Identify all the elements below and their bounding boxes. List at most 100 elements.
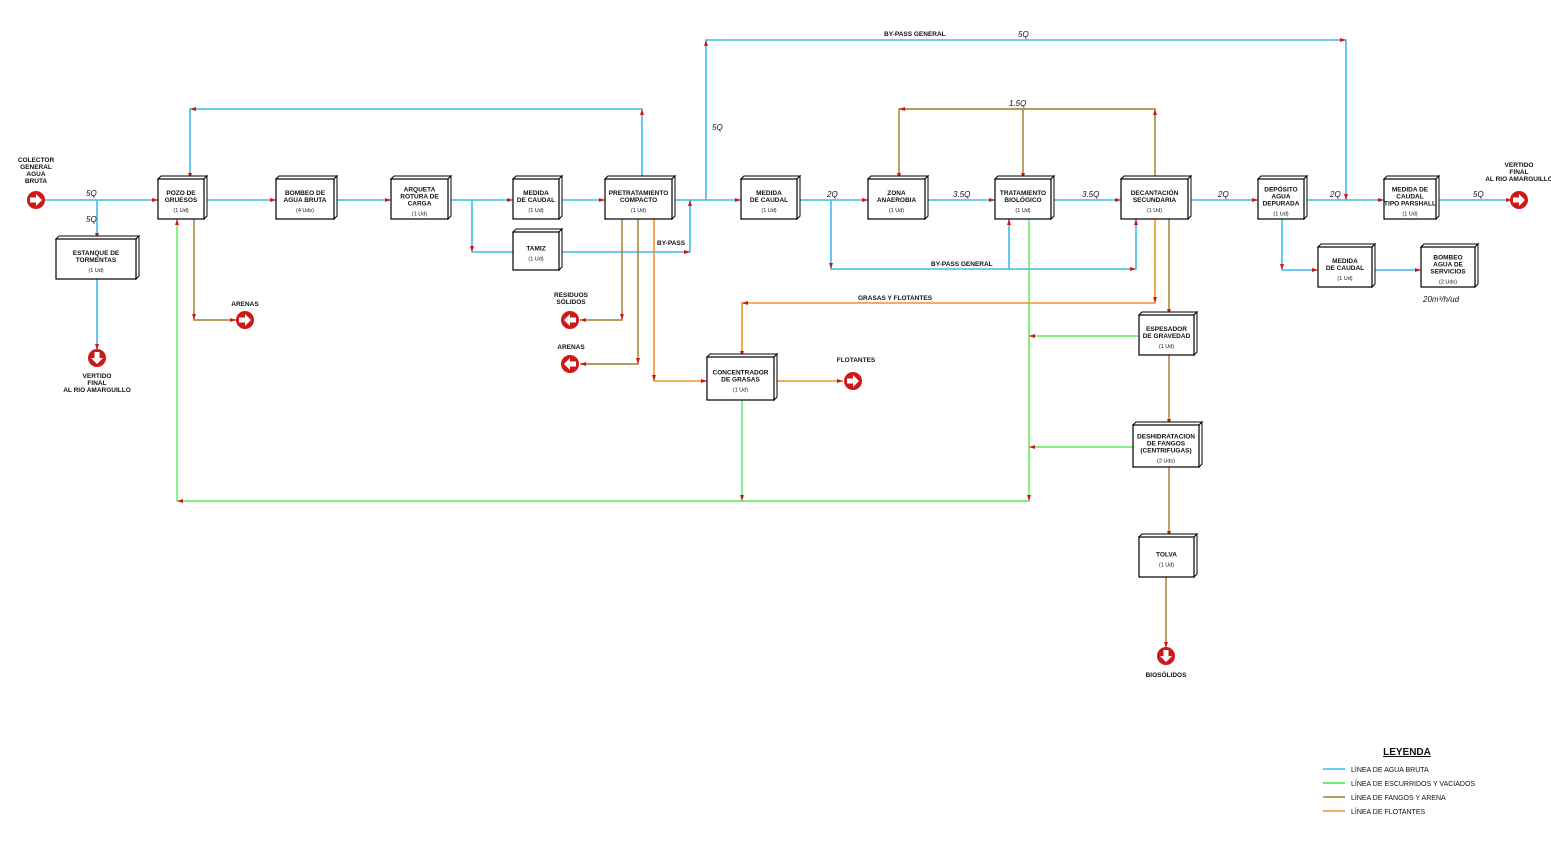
line-pretrat-residuos: [580, 219, 623, 321]
arrow-left-icon: [564, 358, 576, 370]
unit-count: (1 Ud): [1159, 563, 1174, 569]
arrowhead: [1252, 198, 1258, 202]
legend-label: LÍNEA DE FANGOS Y ARENA: [1351, 793, 1446, 802]
arrowhead: [175, 219, 179, 225]
unit-label-line: DE GRAVEDAD: [1143, 333, 1191, 340]
terminal-biosolidos: [1157, 647, 1175, 665]
unit-count: (1 Ud): [1015, 208, 1030, 214]
box-front-face: [1420, 246, 1476, 288]
unit-tolva: TOLVA(1 Ud): [1137, 532, 1199, 579]
line-pretrat-recirc-pozo: [189, 108, 643, 179]
unit-label-line: SECUNDARIA: [1133, 197, 1177, 204]
box-front-face: [1383, 178, 1437, 220]
unit-label-line: BIOLÓGICO: [1004, 195, 1041, 204]
arrowhead: [989, 198, 995, 202]
arrowhead: [507, 198, 513, 202]
arrowhead: [652, 375, 656, 381]
colector-label: BRUTA: [25, 178, 48, 185]
arrow-right-icon: [239, 314, 251, 326]
box-front-face: [1257, 178, 1305, 220]
vertido-izq-label: FINAL: [87, 380, 106, 387]
vertido-der-label: VERTIDO: [1505, 162, 1534, 169]
unit-label-line: CAUDAL: [1396, 194, 1423, 201]
flotantes-label: FLOTANTES: [837, 357, 876, 364]
arrowhead: [1506, 198, 1512, 202]
arenas1-label: ARENAS: [231, 301, 259, 308]
unit-count: (1 Ud): [173, 208, 188, 214]
box-front-face: [1138, 314, 1195, 356]
arrow-down-icon: [91, 352, 103, 364]
legend-item: LÍNEA DE ESCURRIDOS Y VACIADOS: [1323, 779, 1475, 788]
vertido-der-label: FINAL: [1509, 169, 1528, 176]
legend-item: LÍNEA DE FLOTANTES: [1323, 807, 1425, 816]
box-front-face: [390, 178, 449, 220]
unit-label-line: DE FANGOS: [1147, 441, 1186, 448]
arrow-right-icon: [30, 194, 42, 206]
arrowhead: [735, 198, 741, 202]
unit-label-line: ZONA: [887, 190, 906, 197]
colector-label: COLECTOR: [18, 157, 55, 164]
box-front-face: [867, 178, 926, 220]
terminal-flotantes: [844, 372, 862, 390]
box-front-face: [512, 231, 560, 271]
colector-label: GENERAL: [20, 164, 52, 171]
residuos-label: SÓLIDOS: [556, 297, 586, 306]
unit-label-line: AGUA BRUTA: [284, 197, 327, 204]
unit-label-line: TIPO PARSHALL: [1384, 201, 1436, 208]
arrowhead: [684, 250, 690, 254]
arrowhead: [599, 198, 605, 202]
box-front-face: [55, 238, 137, 280]
vertido-izq-label: AL RIO AMARGUILLO: [63, 387, 131, 394]
colector-label: AGUA: [26, 171, 45, 178]
line-deposito-medida3: [1281, 219, 1318, 271]
unit-label-line: SERVICIOS: [1430, 269, 1466, 276]
terminal-arenas1: [236, 311, 254, 329]
arrowhead: [95, 344, 99, 350]
unit-count: (1 Ud): [1147, 208, 1162, 214]
unit-count: (1 Ud): [528, 257, 543, 263]
arrowhead: [701, 379, 707, 383]
arrowhead: [192, 314, 196, 320]
arrowhead: [740, 495, 744, 501]
legend-item: LÍNEA DE FANGOS Y ARENA: [1323, 793, 1446, 802]
unit-count: (1 Ud): [1402, 212, 1417, 218]
unit-label-line: TAMIZ: [526, 246, 545, 253]
box-front-face: [1120, 178, 1189, 220]
unit-tamiz: TAMIZ (1 Ud): [511, 227, 564, 272]
box-front-face: [994, 178, 1052, 220]
box-front-face: [740, 178, 798, 220]
box-front-face: [157, 178, 205, 220]
unit-count: (1 Ud): [1273, 212, 1288, 218]
arrowhead: [270, 198, 276, 202]
unit-label-line: ROTURA DE: [400, 194, 439, 201]
flow-bypass-top: 5Q: [1018, 30, 1029, 39]
arrowhead: [1164, 642, 1168, 648]
arrow-right-icon: [847, 375, 859, 387]
arrowhead: [1007, 219, 1011, 225]
unit-label-line: BOMBEO: [1433, 255, 1462, 262]
arrowhead: [640, 109, 644, 115]
arrowhead: [899, 107, 905, 111]
arrowhead: [837, 379, 843, 383]
arrowhead: [1153, 109, 1157, 115]
unit-label-line: DE GRASAS: [721, 377, 760, 384]
line-bypass-general-mid: [830, 200, 1137, 270]
arrowhead: [1029, 445, 1035, 449]
arrowhead: [1312, 268, 1318, 272]
vertido-izq-label: VERTIDO: [83, 373, 112, 380]
unit-label-line: DE CAUDAL: [1326, 265, 1364, 272]
arrowhead: [704, 40, 708, 46]
arrowhead: [230, 318, 236, 322]
flow-bypass-riser: 5Q: [712, 123, 723, 132]
arrow-down-icon: [1160, 650, 1172, 662]
bypass-general-top-label: BY-PASS GENERAL: [884, 31, 946, 38]
unit-label-line: DEPÓSITO: [1264, 185, 1297, 194]
terminal-arenas2: [561, 355, 579, 373]
unit-count: (1 Ud): [889, 208, 904, 214]
arrowhead: [742, 301, 748, 305]
